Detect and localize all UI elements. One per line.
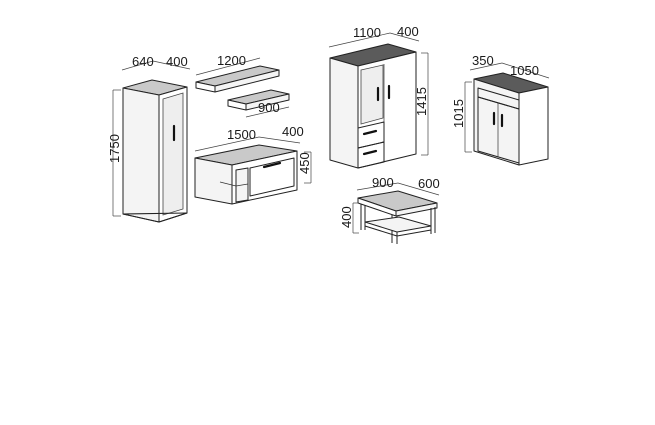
tv-stand: 1500 400 450 [194, 124, 312, 205]
sideboard-depth-label: 350 [472, 53, 494, 68]
tall-cabinet-width-label: 640 [132, 54, 154, 69]
display-cabinet-width-label: 1100 [353, 25, 381, 40]
coffee-table-depth-label: 600 [418, 176, 440, 191]
sideboard-width-label: 1050 [510, 63, 539, 78]
wall-shelf-large: 1200 [195, 53, 280, 93]
sideboard: 350 1050 1015 [451, 53, 550, 166]
coffee-table-width-label: 900 [372, 175, 394, 190]
wall-shelf-small: 900 [227, 89, 290, 118]
coffee-table: 900 600 400 [339, 175, 440, 244]
tall-cabinet: 640 400 1750 [107, 54, 191, 223]
tall-cabinet-height-label: 1750 [107, 134, 122, 163]
display-cabinet: 1100 400 1415 [328, 24, 429, 169]
display-cabinet-height-label: 1415 [414, 87, 429, 116]
display-cabinet-depth-label: 400 [397, 24, 419, 39]
tall-cabinet-depth-label: 400 [166, 54, 188, 69]
wall-shelf-small-length-label: 900 [258, 100, 280, 115]
sideboard-height-label: 1015 [451, 99, 466, 128]
wall-shelf-large-length-label: 1200 [217, 53, 246, 68]
tv-stand-height-label: 450 [297, 152, 312, 174]
coffee-table-height-label: 400 [339, 206, 354, 228]
tv-stand-width-label: 1500 [227, 127, 256, 142]
tv-stand-depth-label: 400 [282, 124, 304, 139]
